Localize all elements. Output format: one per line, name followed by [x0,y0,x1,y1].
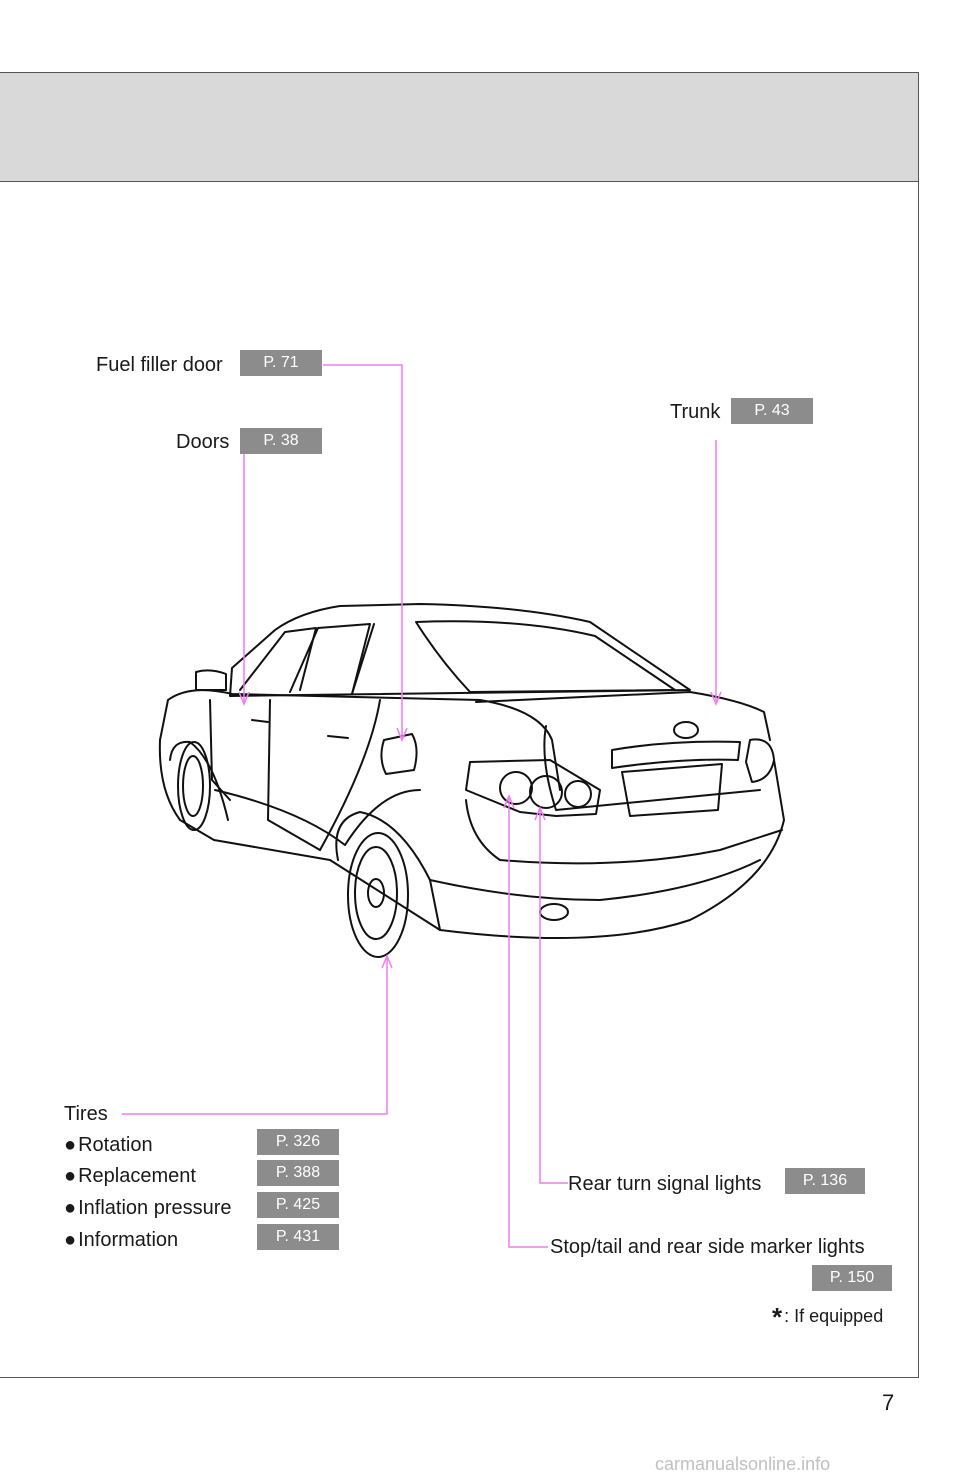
bullet-icon: ● [64,1165,77,1187]
page-frame [0,72,919,1378]
tires-replacement-page-ref[interactable]: P. 388 [257,1160,339,1186]
doors-page-ref[interactable]: P. 38 [240,428,322,454]
tires-title: Tires [64,1103,108,1125]
footnote: *: If equipped [772,1304,884,1330]
watermark: carmanualsonline.info [655,1454,831,1474]
rear-turn-signal-label: Rear turn signal lights [568,1173,762,1195]
tires-inflation-label: Inflation pressure [78,1197,232,1219]
fuel-filler-door-label: Fuel filler door [96,354,223,376]
asterisk-icon: * [772,1302,783,1332]
trunk-page-ref[interactable]: P. 43 [731,398,813,424]
bullet-icon: ● [64,1134,77,1156]
rear-turn-signal-page-ref[interactable]: P. 136 [785,1168,865,1194]
trunk-label: Trunk [670,401,721,423]
doors-label: Doors [176,431,230,453]
tires-information-page-ref[interactable]: P. 431 [257,1224,339,1250]
footnote-text: : If equipped [784,1306,884,1326]
header-band [0,72,919,182]
tires-replacement-item: ●Replacement [64,1164,196,1188]
bullet-icon: ● [64,1229,77,1251]
tires-replacement-label: Replacement [78,1165,196,1187]
bullet-icon: ● [64,1197,77,1219]
stop-tail-label: Stop/tail and rear side marker lights [550,1236,865,1258]
tires-information-item: ●Information [64,1228,178,1252]
tires-inflation-item: ●Inflation pressure [64,1196,232,1220]
fuel-filler-door-page-ref[interactable]: P. 71 [240,350,322,376]
tires-rotation-page-ref[interactable]: P. 326 [257,1129,339,1155]
tires-information-label: Information [78,1229,179,1251]
stop-tail-page-ref[interactable]: P. 150 [812,1265,892,1291]
tires-rotation-label: Rotation [78,1134,153,1156]
tires-rotation-item: ●Rotation [64,1133,153,1157]
page-number: 7 [882,1390,895,1415]
tires-inflation-page-ref[interactable]: P. 425 [257,1192,339,1218]
